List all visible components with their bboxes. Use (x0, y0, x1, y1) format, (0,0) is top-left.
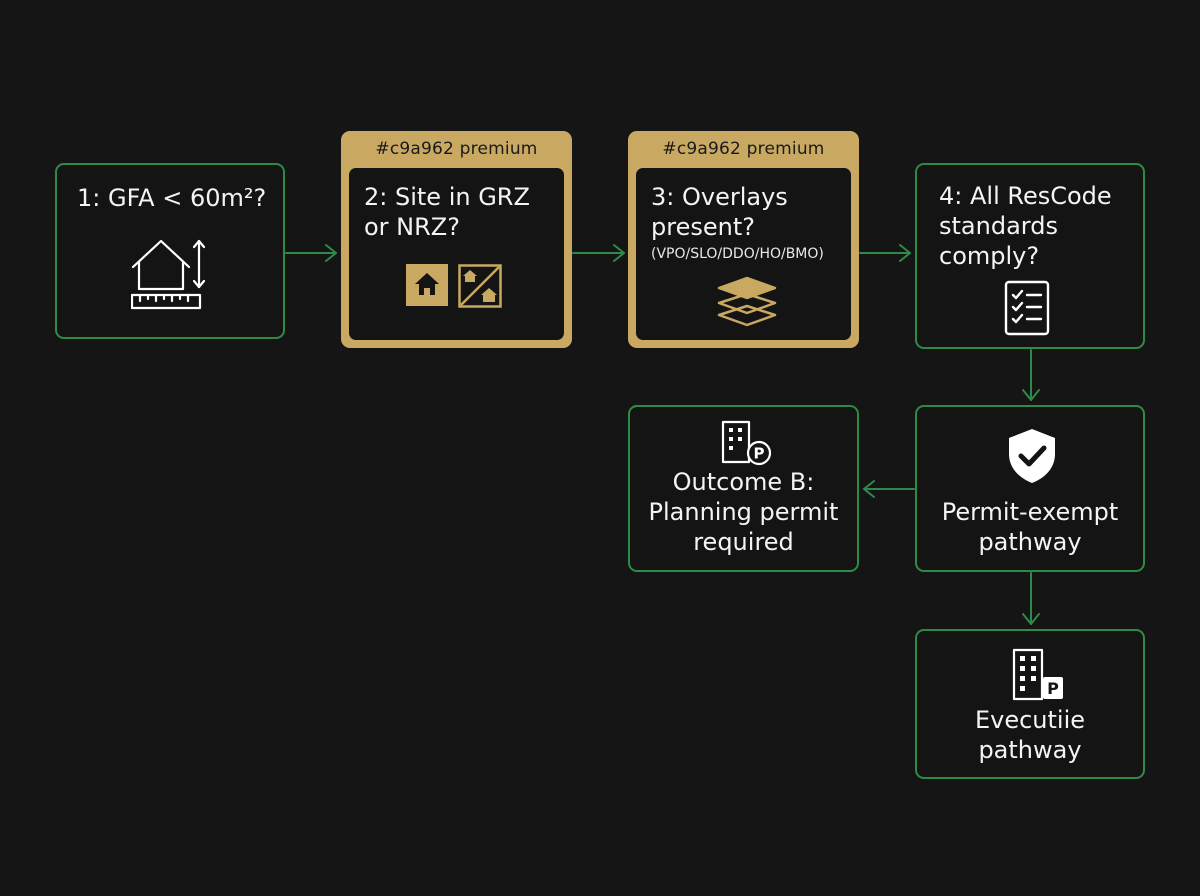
permit-exempt-line2: pathway (978, 528, 1082, 556)
step4-line1: 4: All ResCode (939, 182, 1112, 210)
executive-line1: Evecutiie (974, 706, 1086, 734)
building-parking-icon: P (1012, 648, 1063, 701)
svg-text:P: P (754, 445, 765, 463)
permit-exempt-line1: Permit-exempt (941, 498, 1119, 526)
step1-title: 1: GFA < 60m²? (77, 184, 267, 212)
svg-text:P: P (1047, 679, 1059, 698)
executive-line2: pathway (978, 736, 1082, 764)
home-icon (406, 264, 448, 306)
arrow-step4-to-permit-exempt (1022, 349, 1040, 401)
step3-line2: present? (651, 213, 755, 241)
outcome-b-line3: required (693, 528, 794, 556)
node-step4: 4: All ResCode standards comply? (915, 163, 1145, 349)
arrow-permit-exempt-to-outcome-b (863, 480, 915, 498)
zone-split-icon (458, 264, 502, 308)
checklist-icon (1004, 280, 1050, 336)
node-step1: 1: GFA < 60m²? (55, 163, 285, 339)
step3-line1: 3: Overlays (651, 183, 788, 211)
arrow-step3-to-step4 (859, 244, 911, 262)
arrow-step2-to-step3 (572, 244, 625, 262)
node-outcome-b: P Outcome B: Planning permit required (628, 405, 859, 572)
shield-check-icon (1009, 429, 1055, 483)
node-permit-exempt: Permit-exempt pathway (915, 405, 1145, 572)
node-executive: P Evecutiie pathway (915, 629, 1145, 779)
outcome-b-line2: Planning permit (648, 498, 839, 526)
node-step3: #c9a962 premium 3: Overlays present? (VP… (628, 131, 859, 348)
step4-line2: standards (939, 212, 1058, 240)
building-parking-icon: P (721, 420, 772, 466)
step3-body: 3: Overlays present? (VPO/SLO/DDO/HO/BMO… (636, 168, 851, 340)
step3-sub: (VPO/SLO/DDO/HO/BMO) (651, 246, 824, 262)
step2-header: #c9a962 premium (375, 139, 538, 159)
house-measure-icon (131, 239, 206, 310)
step2-line2: or NRZ? (364, 213, 460, 241)
arrow-permit-exempt-to-executive (1022, 572, 1040, 625)
step3-header: #c9a962 premium (662, 139, 825, 159)
layers-icon (717, 276, 777, 327)
outcome-b-line1: Outcome B: (672, 468, 815, 496)
step2-body: 2: Site in GRZ or NRZ? (349, 168, 564, 340)
step4-line3: comply? (939, 242, 1040, 270)
step2-line1: 2: Site in GRZ (364, 183, 530, 211)
node-step2: #c9a962 premium 2: Site in GRZ or NRZ? (341, 131, 572, 348)
arrow-step1-to-step2 (285, 244, 337, 262)
